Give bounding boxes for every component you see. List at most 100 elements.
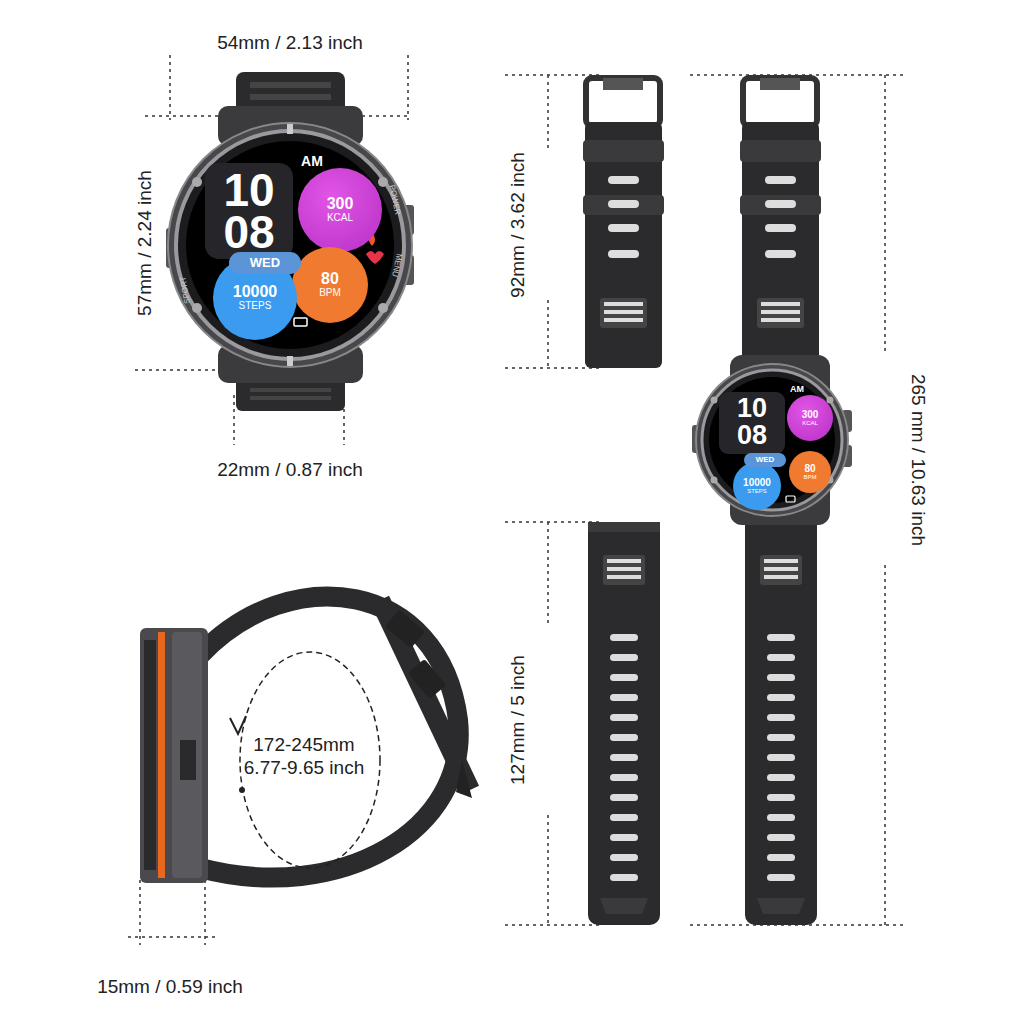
top-strap-part bbox=[603, 78, 643, 90]
assembled-watch-part bbox=[765, 176, 796, 184]
stat-bubble: 300KCAL bbox=[298, 168, 382, 252]
stat-bubble: 300KCAL bbox=[787, 395, 833, 441]
screen-text: AM bbox=[790, 385, 804, 395]
bottom-strap-part bbox=[610, 874, 638, 881]
assembled-watch-part bbox=[764, 559, 798, 563]
time-digits: 10 bbox=[737, 394, 767, 424]
dimension-label: 6.77-9.65 inch bbox=[242, 758, 366, 779]
assembled-watch-part bbox=[740, 195, 821, 215]
bottom-strap-part bbox=[610, 634, 638, 641]
bottom-strap-part bbox=[610, 754, 638, 761]
assembled-watch-part bbox=[765, 250, 796, 258]
top-strap-part bbox=[608, 250, 639, 258]
front-watch-part bbox=[168, 123, 412, 367]
top-strap-part bbox=[586, 78, 660, 126]
front-watch-part bbox=[192, 303, 202, 313]
dimension-lines-part bbox=[128, 936, 218, 938]
assembled-watch-part bbox=[767, 754, 795, 761]
stat-unit: BPM bbox=[319, 288, 341, 299]
assembled-watch-part bbox=[745, 505, 817, 925]
bottom-strap-part bbox=[610, 734, 638, 741]
assembled-watch-part bbox=[743, 78, 817, 126]
assembled-watch-part bbox=[765, 200, 796, 208]
bottom-strap-part bbox=[610, 714, 638, 721]
assembled-watch-part bbox=[761, 302, 800, 306]
side-view-part bbox=[408, 659, 447, 699]
dimension-lines-part bbox=[233, 395, 235, 445]
time-digits: 08 bbox=[223, 207, 274, 258]
top-strap-part bbox=[583, 140, 664, 162]
side-view-part bbox=[200, 596, 459, 877]
stat-bubble: 80BPM bbox=[292, 247, 368, 323]
dimension-lines bbox=[128, 55, 905, 945]
side-view-part bbox=[240, 652, 380, 868]
assembled-watch-part bbox=[767, 774, 795, 781]
front-watch bbox=[166, 72, 414, 411]
dimension-lines-part bbox=[884, 565, 886, 925]
bottom-strap-part bbox=[610, 834, 638, 841]
assembled-watch-part bbox=[786, 496, 795, 502]
dimension-lines-part bbox=[547, 300, 549, 368]
assembled-watch-part bbox=[767, 674, 795, 681]
bottom-strap-part bbox=[588, 522, 660, 532]
assembled-watch-part bbox=[767, 714, 795, 721]
assembled-watch-part bbox=[765, 224, 796, 232]
stat-unit: KCAL bbox=[327, 213, 353, 224]
bottom-strap bbox=[588, 522, 660, 925]
assembled-watch-part bbox=[767, 874, 795, 881]
top-strap-part bbox=[600, 298, 647, 328]
dimension-lines-part bbox=[505, 74, 600, 76]
assembled-watch-part bbox=[767, 834, 795, 841]
front-watch-part bbox=[250, 82, 331, 88]
side-view-part bbox=[140, 628, 208, 883]
side-view-part bbox=[158, 632, 165, 878]
bottom-strap-part bbox=[588, 522, 660, 925]
top-strap-part bbox=[608, 176, 639, 184]
assembled-watch-part bbox=[767, 734, 795, 741]
stat-bubble: 10000STEPS bbox=[733, 462, 781, 510]
assembled-watch-part bbox=[767, 854, 795, 861]
dimension-lines-part bbox=[407, 55, 409, 120]
button-label: MENU bbox=[389, 253, 403, 278]
dimension-lines-part bbox=[547, 522, 549, 625]
stat-value: 80 bbox=[321, 271, 339, 288]
dimension-lines-part bbox=[884, 75, 886, 355]
bottom-strap-part bbox=[610, 854, 638, 861]
top-strap-part bbox=[604, 310, 643, 314]
top-strap-part bbox=[583, 195, 664, 215]
bottom-strap-part bbox=[610, 654, 638, 661]
dimension-lines-part bbox=[169, 55, 171, 120]
side-view bbox=[140, 596, 472, 883]
stat-value: 300 bbox=[802, 410, 819, 421]
stat-unit: STEPS bbox=[239, 301, 272, 312]
dimension-lines-part bbox=[204, 880, 206, 945]
dimension-lines-part bbox=[505, 521, 600, 523]
assembled-watch-part bbox=[761, 310, 800, 314]
side-view-part bbox=[380, 600, 470, 790]
assembled-watch-part bbox=[767, 794, 795, 801]
stat-bubble: 80BPM bbox=[789, 451, 831, 493]
bottom-strap-part bbox=[607, 559, 641, 563]
dimension-lines-part bbox=[547, 75, 549, 150]
assembled-watch-part bbox=[760, 555, 802, 585]
top-strap-part bbox=[608, 200, 639, 208]
front-watch-part bbox=[378, 177, 388, 187]
front-watch-part bbox=[205, 163, 293, 259]
dimension-label: 57mm / 2.24 inch bbox=[135, 168, 156, 318]
bottom-strap-part bbox=[610, 814, 638, 821]
dimension-label: 265 mm / 10.63 inch bbox=[908, 372, 929, 548]
front-watch-part bbox=[250, 94, 331, 100]
bottom-strap-part bbox=[610, 794, 638, 801]
stat-value: WED bbox=[250, 256, 280, 270]
assembled-watch-part bbox=[757, 298, 804, 328]
stat-unit: STEPS bbox=[747, 488, 767, 494]
dimension-label: 172-245mm bbox=[251, 735, 356, 756]
front-watch-part bbox=[294, 318, 307, 326]
dimension-lines-part bbox=[505, 924, 600, 926]
bottom-strap-part bbox=[607, 567, 641, 571]
day-pill: WED bbox=[744, 453, 786, 467]
assembled-watch-part bbox=[702, 370, 842, 510]
dimension-label: 54mm / 2.13 inch bbox=[215, 33, 365, 54]
assembled-watch-part bbox=[767, 694, 795, 701]
assembled-watch-part bbox=[740, 140, 821, 162]
